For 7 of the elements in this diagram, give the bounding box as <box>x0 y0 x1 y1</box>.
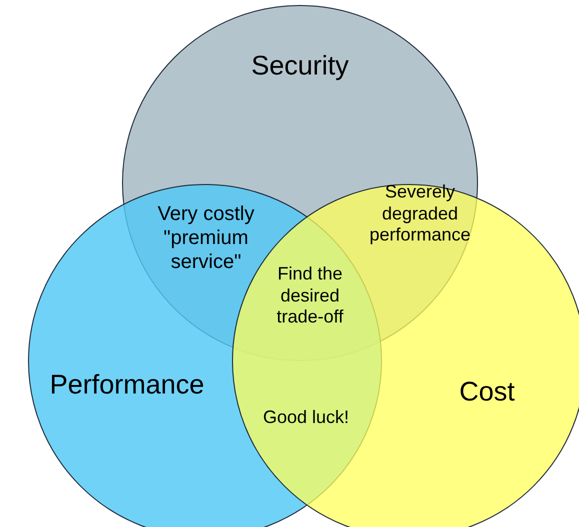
region-label: Very costly "premium service" <box>156 202 256 274</box>
region-label: Good luck! <box>262 407 350 429</box>
region-label: Find the desired trade-off <box>276 264 344 328</box>
region-label: Severely degraded performance <box>368 182 472 246</box>
set-label: Performance <box>50 370 204 400</box>
set-label: Cost <box>459 376 515 408</box>
set-label: Security <box>251 50 349 82</box>
